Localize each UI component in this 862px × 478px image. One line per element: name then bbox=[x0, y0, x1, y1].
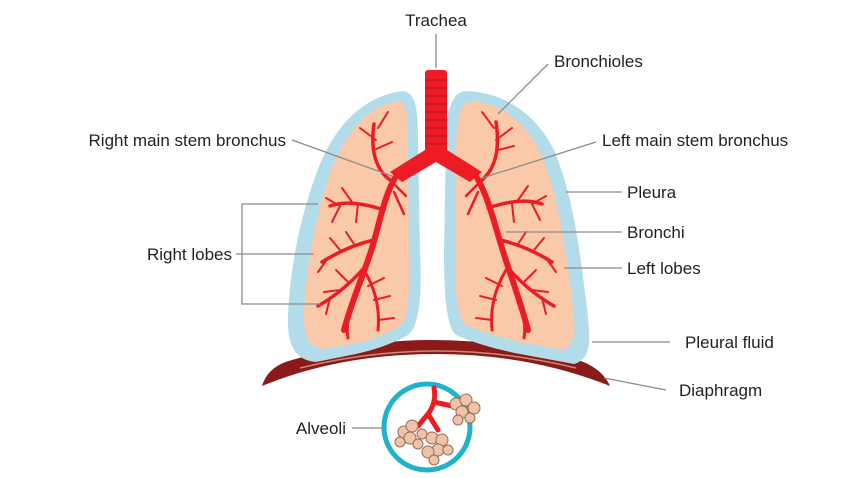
label-trachea: Trachea bbox=[405, 11, 467, 30]
bronchioles-leader bbox=[498, 64, 548, 114]
left-lung-tissue bbox=[455, 101, 575, 350]
right-lung-tissue bbox=[304, 101, 409, 349]
diaphragm-leader bbox=[604, 378, 666, 390]
trachea-tube bbox=[425, 70, 447, 156]
label-left-main-stem-bronchus: Left main stem bronchus bbox=[602, 131, 788, 150]
label-right-lobes: Right lobes bbox=[147, 245, 232, 264]
label-bronchioles: Bronchioles bbox=[554, 52, 643, 71]
label-alveoli: Alveoli bbox=[296, 419, 346, 438]
label-right-main-stem-bronchus: Right main stem bronchus bbox=[89, 131, 286, 150]
alveoli-inset bbox=[384, 384, 480, 470]
label-left-lobes: Left lobes bbox=[627, 259, 701, 278]
right-lung bbox=[288, 91, 421, 362]
label-diaphragm: Diaphragm bbox=[679, 381, 762, 400]
label-pleura: Pleura bbox=[627, 183, 677, 202]
label-pleural-fluid: Pleural fluid bbox=[685, 333, 774, 352]
left-lung bbox=[444, 91, 589, 364]
label-bronchi: Bronchi bbox=[627, 223, 685, 242]
